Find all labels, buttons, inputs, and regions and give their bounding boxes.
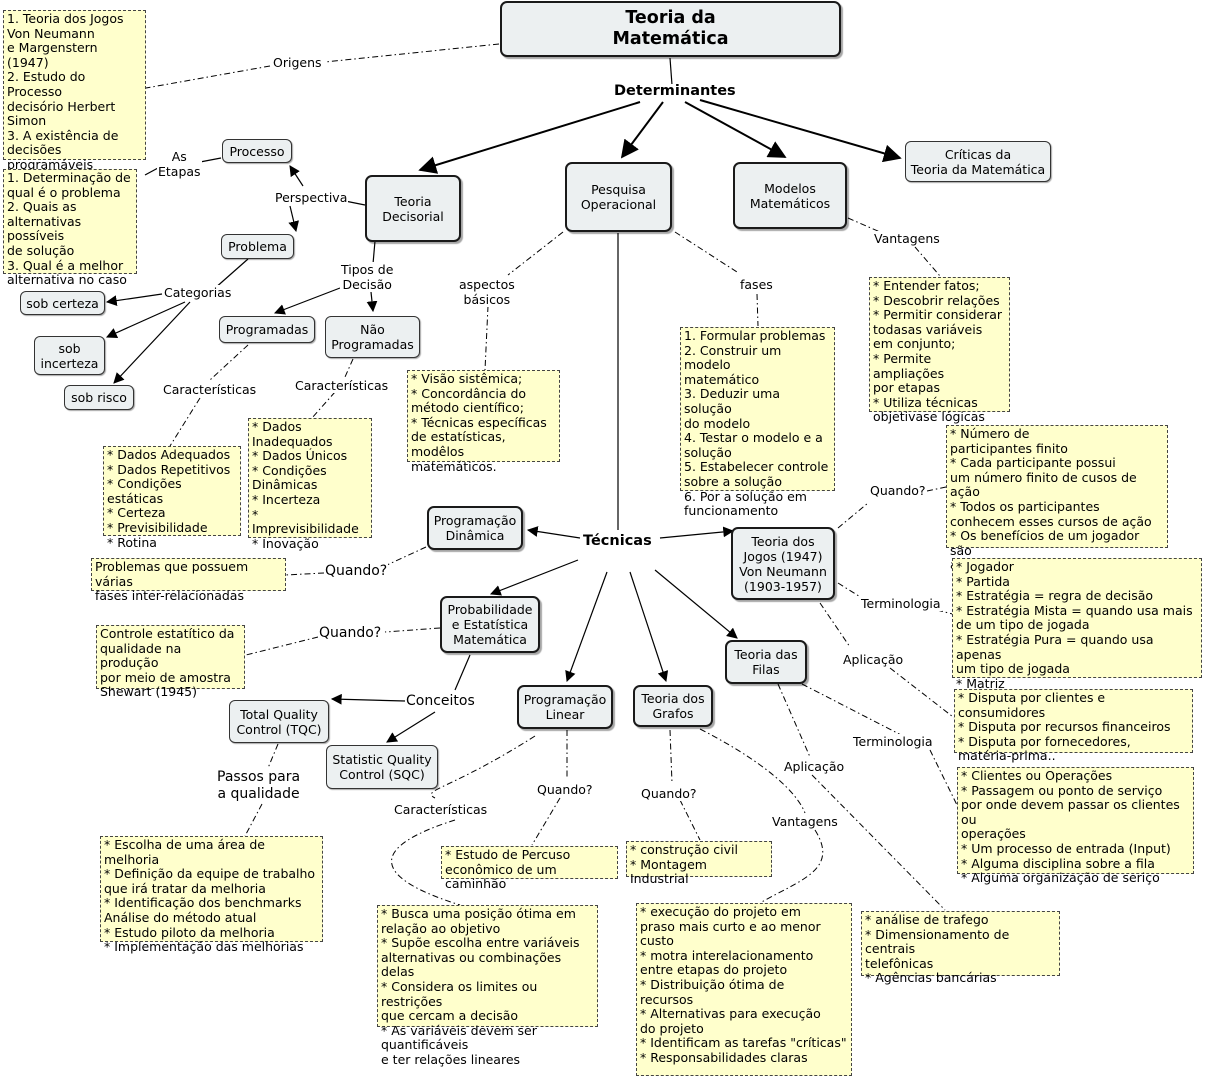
node-modelos-matematicos[interactable]: Modelos Matemáticos	[733, 162, 847, 229]
link-quando-linear: Quando?	[536, 782, 594, 797]
link-determinantes: Determinantes	[613, 83, 737, 99]
link-conceitos: Conceitos	[405, 693, 476, 710]
node-programacao-linear[interactable]: Programação Linear	[517, 685, 613, 729]
node-teoria-filas[interactable]: Teoria das Filas	[725, 640, 807, 684]
link-tipos-decisao: Tipos de Decisão	[340, 262, 395, 292]
node-tqc[interactable]: Total Quality Control (TQC)	[229, 700, 329, 743]
note-etapas: 1. Determinação de qual é o problema 2. …	[3, 169, 137, 287]
note-fases: 1. Formular problemas 2. Construir um mo…	[680, 327, 835, 518]
node-nao-programadas[interactable]: Não Programadas	[325, 316, 420, 358]
node-teoria-jogos[interactable]: Teoria dos Jogos (1947) Von Neumann (190…	[731, 527, 835, 600]
link-caracteristicas-linear: Características	[393, 802, 489, 817]
link-as-etapas: As Etapas	[157, 149, 202, 179]
link-aplicacao-jogos: Aplicação	[842, 652, 905, 667]
node-sob-risco[interactable]: sob risco	[64, 385, 134, 410]
note-quando-grafos: * construção civil * Montagem Industrial	[626, 841, 772, 886]
link-terminologia-filas: Terminologia	[852, 734, 934, 749]
note-passos: * Escolha de uma área de melhoria * Defi…	[100, 836, 323, 954]
link-quando-prob: Quando?	[318, 625, 383, 642]
note-quando-prob: Controle estatítico da qualidade na prod…	[96, 625, 245, 699]
note-terminologia-jogos: * Jogador * Partida * Estratégia = regra…	[952, 558, 1202, 691]
note-caracteristicas-linear: * Busca uma posição ótima em relação ao …	[377, 905, 598, 1067]
link-origens: Origens	[272, 55, 323, 70]
link-tecnicas: Técnicas	[582, 533, 653, 549]
node-probabilidade[interactable]: Probabilidade e Estatística Matemática	[440, 596, 540, 653]
link-quando-jogos: Quando?	[869, 483, 927, 498]
note-aplicacao-filas: * análise de trafego * Dimensionamento d…	[861, 911, 1060, 985]
link-aplicacao-filas: Aplicação	[783, 759, 846, 774]
note-aspectos: * Visão sistêmica; * Concordância do mét…	[407, 370, 560, 473]
link-terminologia-jogos: Terminologia	[860, 596, 942, 611]
link-passos: Passos para a qualidade	[216, 769, 302, 803]
link-categorias: Categorias	[163, 285, 233, 300]
node-teoria-grafos[interactable]: Teoria dos Grafos	[633, 685, 713, 727]
node-processo[interactable]: Processo	[222, 139, 292, 163]
node-programacao-dinamica[interactable]: Programação Dinâmica	[427, 506, 523, 550]
note-origens: 1. Teoria dos Jogos Von Neumann e Margen…	[3, 10, 146, 201]
link-fases: fases	[739, 277, 774, 292]
note-terminologia-filas: * Clientes ou Operações * Passagem ou po…	[957, 767, 1194, 885]
node-sob-incerteza[interactable]: sob incerteza	[34, 336, 105, 375]
map-title[interactable]: Teoria da Matemática	[500, 1, 841, 57]
note-aplicacao-jogos: * Disputa por clientes e consumidores * …	[954, 689, 1193, 763]
note-vantagens-grafos: * execução do projeto em praso mais curt…	[636, 903, 852, 1076]
node-pesquisa-operacional[interactable]: Pesquisa Operacional	[565, 162, 672, 232]
link-vantagens-grafos: Vantagens	[771, 814, 839, 829]
link-vantagens-modelos: Vantagens	[873, 231, 941, 246]
note-caracteristicas-programadas: * Dados Adequados * Dados Repetitivos * …	[103, 446, 241, 549]
node-sqc[interactable]: Statistic Quality Control (SQC)	[326, 745, 438, 789]
node-problema[interactable]: Problema	[221, 234, 294, 259]
link-caracteristicas-nao-programadas: Características	[294, 378, 390, 393]
node-teoria-decisorial[interactable]: Teoria Decisorial	[365, 175, 461, 242]
link-quando-dinamica: Quando?	[324, 563, 389, 580]
node-criticas[interactable]: Críticas da Teoria da Matemática	[905, 141, 1051, 182]
note-quando-dinamica: Problemas que possuem várias fases inter…	[91, 558, 286, 603]
note-quando-linear: * Estudo de Percuso econômico de um cami…	[441, 846, 618, 891]
node-programadas[interactable]: Programadas	[219, 316, 315, 343]
link-aspectos-basicos: aspectos básicos	[458, 277, 516, 307]
note-vantagens-modelos: * Entender fatos; * Descobrir relações *…	[869, 277, 1010, 424]
note-quando-jogos: * Número de participantes finito * Cada …	[946, 425, 1168, 572]
node-sob-certeza[interactable]: sob certeza	[20, 291, 105, 315]
link-perspectiva: Perspectiva	[274, 190, 349, 205]
note-caracteristicas-nao-programadas: * Dados Inadequados * Dados Únicos * Con…	[248, 418, 372, 551]
link-caracteristicas-programadas: Características	[162, 382, 258, 397]
link-quando-grafos: Quando?	[640, 786, 698, 801]
